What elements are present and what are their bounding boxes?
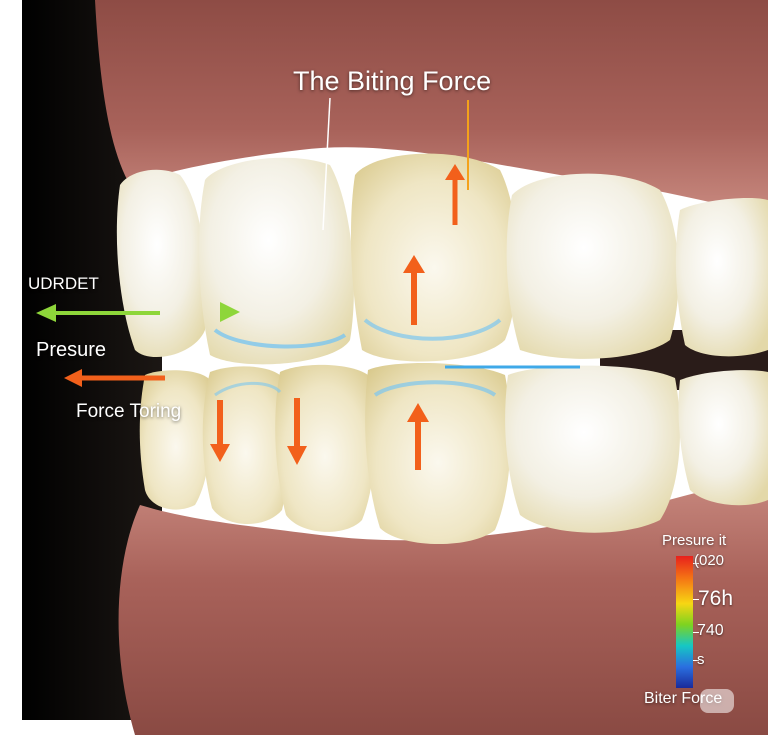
colorbar-tick-label: s [697, 651, 705, 668]
upper-molar-right [676, 198, 768, 356]
label-udrdet: UDRDET [28, 274, 99, 294]
lower-molar-right [678, 370, 768, 505]
colorbar-tick-label: (020 [694, 552, 724, 569]
label-force-toring: Force Toring [76, 401, 181, 423]
figure-title: The Biting Force [293, 66, 491, 97]
pressure-colorbar [676, 556, 693, 688]
upper-incisor-right [507, 174, 679, 359]
colorbar-tick-label: 76h [698, 587, 733, 611]
legend-title: Presure it [662, 532, 726, 549]
colorbar-tick-label: 740 [697, 622, 724, 640]
lower-incisor-4 [505, 366, 680, 533]
watermark-badge [700, 689, 734, 713]
lower-tooth-left [140, 370, 212, 509]
label-presure: Presure [36, 339, 106, 362]
upper-incisor-central [351, 154, 518, 362]
